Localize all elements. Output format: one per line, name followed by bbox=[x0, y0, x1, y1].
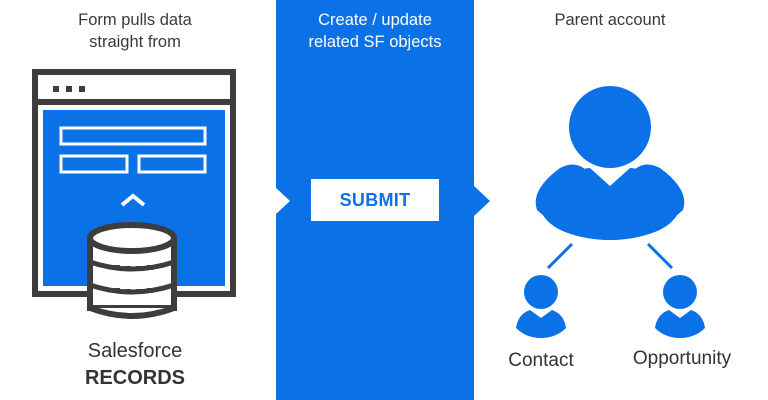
target-caption-top: Parent account bbox=[554, 11, 666, 29]
source-caption-top: Form pulls data straight from bbox=[78, 11, 192, 51]
middle-caption-top: Create / update related SF objects bbox=[308, 11, 442, 51]
salesforce-caption: Salesforce RECORDS bbox=[30, 338, 240, 392]
contact-user-icon bbox=[516, 275, 566, 338]
submit-button-label[interactable]: SUBMIT bbox=[339, 189, 411, 210]
connector-right bbox=[646, 242, 674, 270]
parent-account-user-icon bbox=[535, 86, 685, 240]
opportunity-user-icon bbox=[655, 275, 705, 338]
submit-button-box[interactable] bbox=[311, 179, 439, 221]
salesforce-caption-line2: RECORDS bbox=[84, 367, 185, 389]
contact-label: Contact bbox=[508, 350, 574, 371]
connector-left bbox=[546, 242, 574, 270]
opportunity-label: Opportunity bbox=[632, 348, 732, 369]
salesforce-caption-line1: Salesforce bbox=[87, 340, 183, 362]
database-icon bbox=[87, 222, 177, 319]
